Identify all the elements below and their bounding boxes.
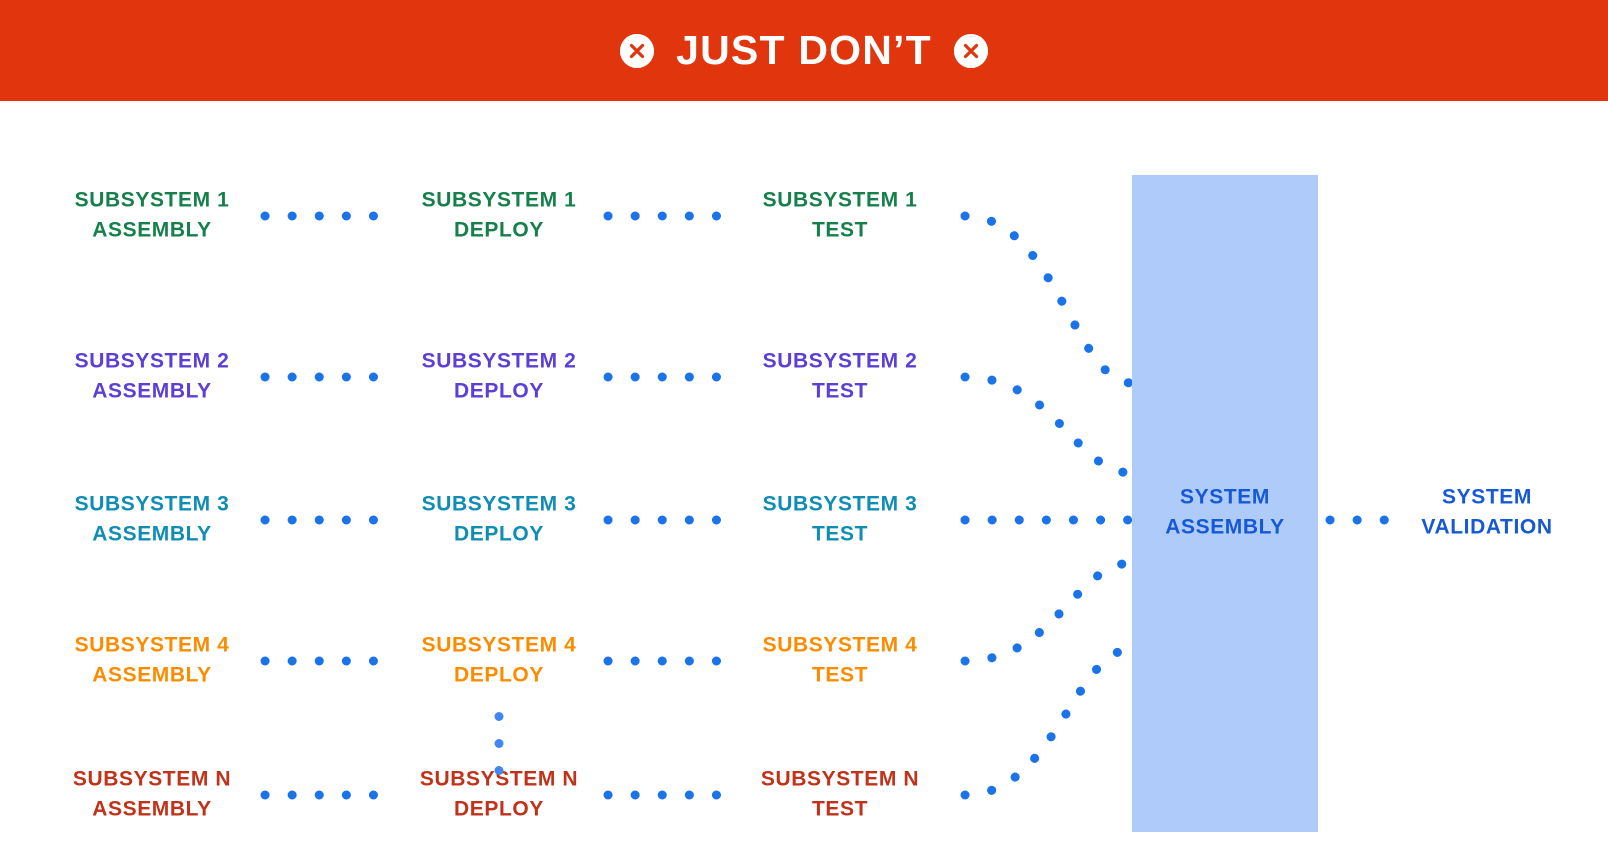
node-subsystem-4-test: SUBSYSTEM 4 TEST (762, 633, 918, 687)
node-subsystem-1-assembly: SUBSYSTEM 1 ASSEMBLY (74, 188, 230, 242)
system-assembly-box (1132, 175, 1318, 832)
node-subsystem-3-assembly: SUBSYSTEM 3 ASSEMBLY (74, 492, 230, 546)
ellipsis-dot (494, 766, 504, 775)
connector-subsystem-4-test-to-system-assembly (960, 558, 1137, 666)
ellipsis-dot (494, 712, 504, 721)
node-subsystem-4-assembly: SUBSYSTEM 4 ASSEMBLY (74, 633, 230, 687)
circle-x-icon-left (620, 33, 655, 68)
system-assembly-label: SYSTEM ASSEMBLY (1165, 485, 1285, 539)
node-subsystem-1-test: SUBSYSTEM 1 TEST (762, 188, 918, 242)
connector-subsystem-n-test-to-system-assembly (960, 644, 1137, 800)
banner-title: JUST DON’T (676, 27, 932, 73)
node-subsystem-2-test: SUBSYSTEM 2 TEST (762, 349, 918, 403)
node-subsystem-n-test: SUBSYSTEM N TEST (760, 767, 920, 821)
circle-x-icon-right (953, 33, 988, 68)
vertical-ellipsis-icon (494, 712, 504, 775)
node-subsystem-n-deploy: SUBSYSTEM N DEPLOY (419, 767, 579, 821)
pipeline-diagram: SUBSYSTEM 1 ASSEMBLY SUBSYSTEM 1 DEPLOY SU… (0, 101, 1608, 846)
node-subsystem-1-deploy: SUBSYSTEM 1 DEPLOY (421, 188, 577, 242)
node-subsystem-2-assembly: SUBSYSTEM 2 ASSEMBLY (74, 349, 230, 403)
node-subsystem-3-test: SUBSYSTEM 3 TEST (762, 492, 918, 546)
node-subsystem-n-assembly: SUBSYSTEM N ASSEMBLY (72, 767, 232, 821)
system-validation-label: SYSTEM VALIDATION (1421, 485, 1553, 539)
node-subsystem-3-deploy: SUBSYSTEM 3 DEPLOY (421, 492, 577, 546)
banner: JUST DON’T (0, 0, 1608, 101)
node-subsystem-2-deploy: SUBSYSTEM 2 DEPLOY (421, 349, 577, 403)
connector-subsystem-2-test-to-system-assembly (960, 372, 1137, 478)
ellipsis-dot (494, 739, 504, 748)
node-subsystem-4-deploy: SUBSYSTEM 4 DEPLOY (421, 633, 577, 687)
connector-subsystem-1-test-to-system-assembly (960, 211, 1137, 388)
